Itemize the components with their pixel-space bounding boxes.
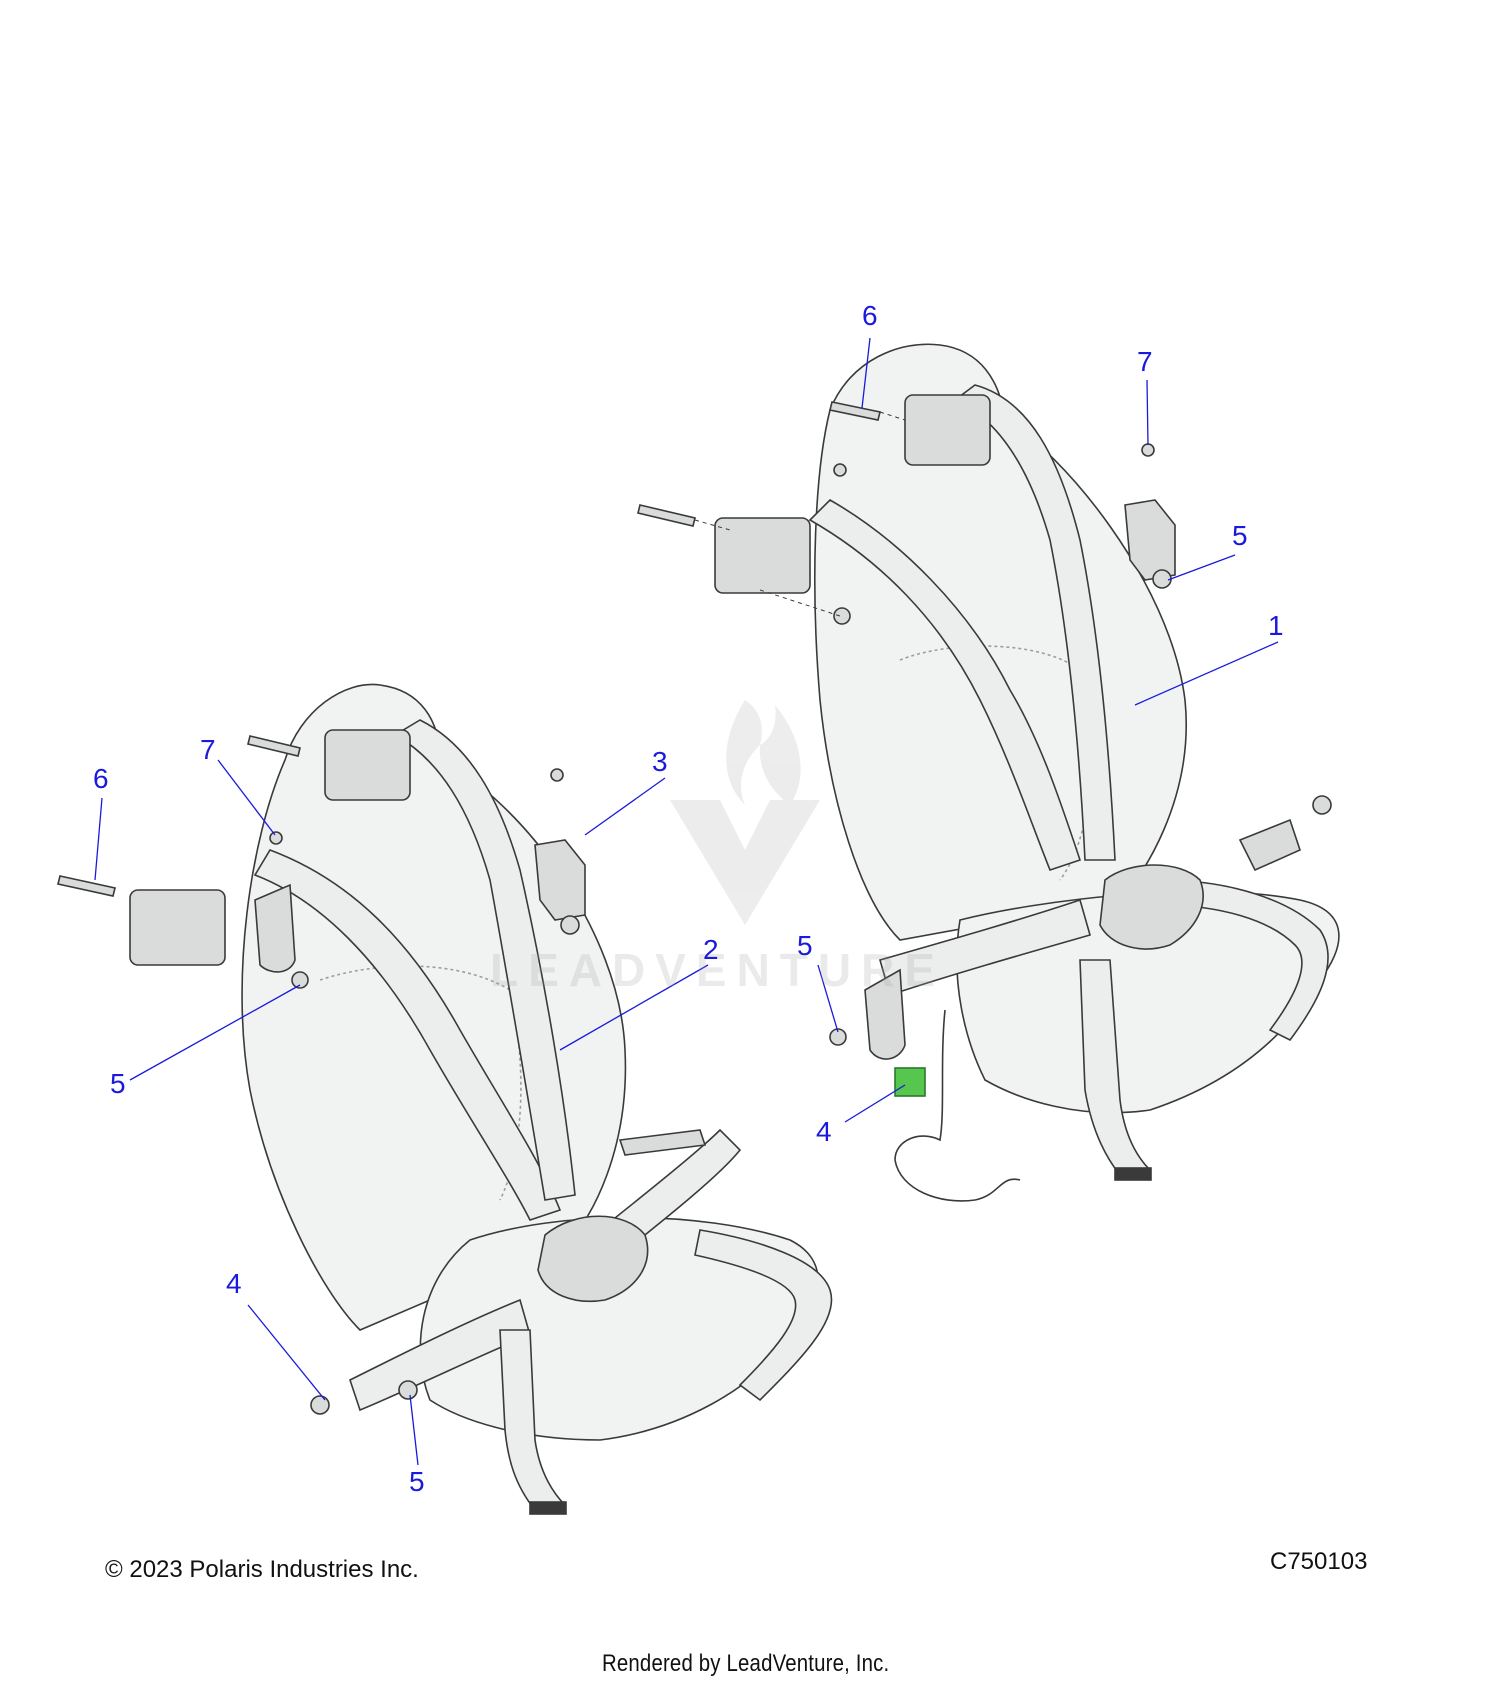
right-bolt-small-2 [833,463,847,477]
left-crotch-strap-end [529,1501,567,1515]
right-nut-1 [1152,569,1172,589]
callout-4a[interactable]: 4 [226,1268,242,1299]
callout-6a[interactable]: 6 [93,763,109,794]
left-bolt-small-2 [269,831,283,845]
right-nut-4 [829,1028,847,1046]
leader-5a [129,984,301,1081]
left-shoulder-strap-right [393,719,576,1201]
leader-6a [94,797,103,881]
callout-7b[interactable]: 7 [1137,346,1153,377]
right-left-anchor-plate [864,968,906,1060]
right-retractor-left [714,517,811,594]
left-buckle [537,1215,649,1302]
right-bolt-left [637,504,696,527]
right-nut-2 [1312,795,1332,815]
callout-5c[interactable]: 5 [797,930,813,961]
right-crotch-strap-end [1114,1167,1152,1181]
leader-4b [844,1084,906,1123]
leader-5d [1167,554,1236,581]
callout-4b[interactable]: 4 [816,1116,832,1147]
copyright-text: © 2023 Polaris Industries Inc. [105,1556,419,1583]
left-retractor-upper [324,729,411,801]
callout-3[interactable]: 3 [652,746,668,777]
callout-6b[interactable]: 6 [862,300,878,331]
left-bolt-top [247,735,301,757]
leader-3 [584,777,666,836]
left-nut-2 [291,971,309,989]
left-bolt-small-1 [550,768,564,782]
right-lap-anchor [1238,818,1301,872]
right-lap-belt-left [879,898,1091,997]
dashed-leaders [694,411,906,617]
leader-1 [1134,641,1279,706]
left-bolt-left [57,875,116,897]
right-side-bracket [1124,499,1176,581]
left-seat-assembly [57,683,833,1515]
leader-5c [817,964,839,1033]
callout-7a[interactable]: 7 [200,734,216,765]
right-shoulder-strap-left [808,499,1082,871]
leader-4a [247,1304,326,1401]
right-retractor-upper [904,394,991,466]
left-shoulder-strap-left [253,849,562,1221]
left-retractor-left [129,889,226,966]
left-nut-3 [310,1395,330,1415]
left-lap-bracket [618,1129,707,1156]
leader-7a [217,759,276,836]
leader-7b [1146,379,1149,446]
callout-5a[interactable]: 5 [110,1068,126,1099]
right-shoulder-strap-right [953,384,1116,861]
leadventure-logo-watermark [670,700,820,925]
right-seat-assembly [637,343,1340,1202]
left-nut-1 [560,915,580,935]
right-nut-3 [833,607,851,625]
right-lap-belt-right [1159,879,1329,1042]
left-lap-belt-outer [694,1229,833,1402]
left-anchor-plate [254,883,296,973]
watermark-text: LEADVENTURE [490,944,946,996]
diagram-code: C750103 [1270,1548,1368,1575]
right-seat-sensor-highlight [894,1067,926,1097]
left-nut-4 [398,1380,418,1400]
right-bolt-small-1 [1141,443,1155,457]
right-sensor-cable [894,1009,1021,1202]
right-bolt-top [829,401,881,421]
leader-5b [409,1394,419,1466]
callout-leaders [94,337,1279,1466]
right-buckle [1099,864,1204,950]
callout-5b[interactable]: 5 [409,1466,425,1497]
leader-6b [861,337,871,409]
callout-1[interactable]: 1 [1268,610,1284,641]
left-side-bracket [534,839,586,921]
left-lap-belt-right [598,1128,742,1257]
rendered-by-text: Rendered by LeadVenture, Inc. [602,1650,890,1677]
callout-2[interactable]: 2 [703,934,719,965]
leader-2 [559,964,709,1051]
callout-5d[interactable]: 5 [1232,520,1248,551]
